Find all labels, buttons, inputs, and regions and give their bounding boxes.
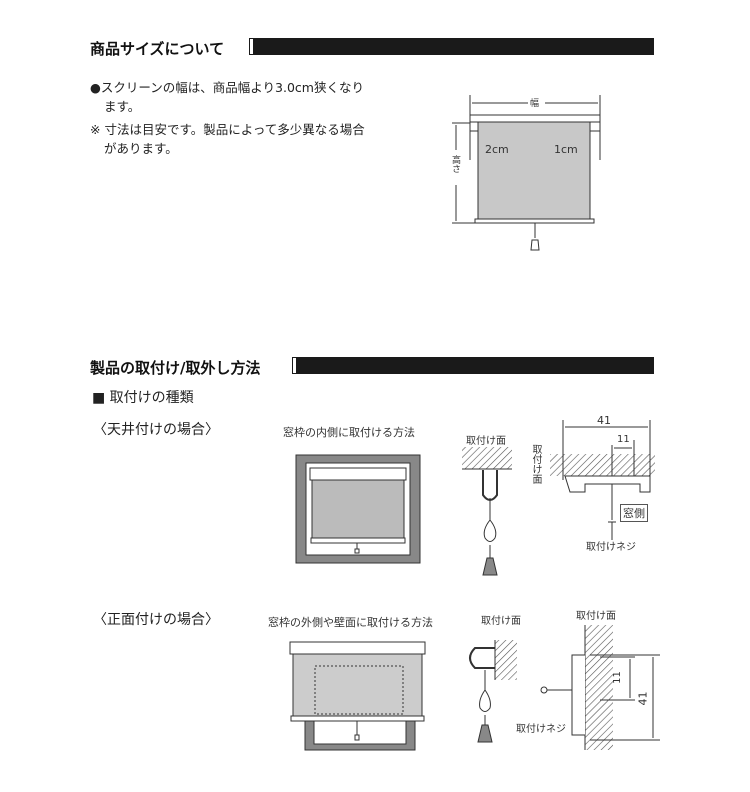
ceiling-window-diagram — [295, 454, 421, 564]
dim-41: 41 — [597, 414, 611, 427]
size-diagram — [452, 95, 601, 251]
ceiling-surface-label: 取付け面 — [466, 436, 506, 447]
front-caption: 窓枠の外側や壁面に取付ける方法 — [268, 616, 433, 629]
ceiling-caption: 窓枠の内側に取付ける方法 — [283, 426, 415, 439]
front-heading: 〈正面付けの場合〉 — [93, 612, 219, 628]
ceiling-surface-label-vertical: 取付け面 — [530, 444, 541, 484]
window-side-label: 窓側 — [620, 504, 648, 522]
section-title-bar — [249, 38, 654, 55]
note-text-line1: ※ 寸法は目安です。製品によって多少異なる場合 — [90, 122, 365, 137]
dim-11: 11 — [617, 434, 630, 445]
install-types-heading: ■ 取付けの種類 — [92, 390, 194, 406]
note-text-line2: があります。 — [104, 141, 178, 156]
ceiling-screw-label: 取付けネジ — [586, 542, 636, 553]
ceiling-heading: 〈天井付けの場合〉 — [93, 422, 219, 438]
height-label: 高さ — [450, 155, 460, 173]
bullet-text-line2: ます。 — [104, 99, 141, 114]
front-window-diagram — [289, 641, 426, 751]
ceiling-bracket-diagram — [462, 447, 512, 576]
front-dim-11: 11 — [611, 671, 623, 684]
front-screw-label: 取付けネジ — [516, 724, 566, 735]
bullet-text-line1: ●スクリーンの幅は、商品幅より3.0cm狭くなり — [90, 80, 364, 95]
ceiling-profile-diagram — [550, 420, 655, 540]
front-surface-label: 取付け面 — [481, 616, 521, 627]
width-label: 幅 — [530, 99, 540, 109]
section-title-size: 商品サイズについて — [90, 40, 225, 58]
front-surface-label2: 取付け面 — [576, 611, 616, 622]
front-bracket-diagram — [469, 640, 517, 743]
left-margin-label: 2cm — [485, 143, 509, 156]
front-profile-diagram — [540, 625, 660, 750]
section-title-install: 製品の取付け/取外し方法 — [90, 359, 261, 377]
front-dim-41: 41 — [636, 691, 650, 706]
right-margin-label: 1cm — [554, 143, 578, 156]
section-title-bar — [292, 357, 654, 374]
